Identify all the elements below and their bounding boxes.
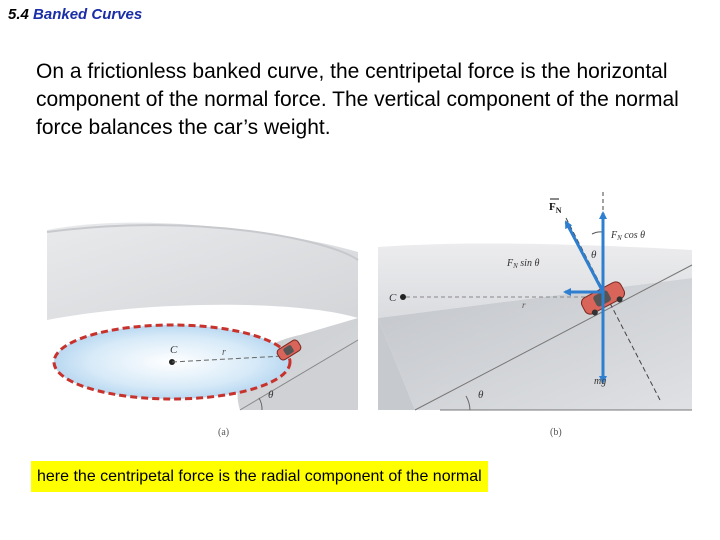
section-name: Banked Curves — [33, 6, 143, 23]
fn-sin-label: FN sin θ — [506, 258, 539, 270]
angle-arc-b-bottom — [465, 395, 471, 411]
panel-label-b: (b) — [550, 427, 562, 438]
figure-a: C r θ (a) — [46, 222, 359, 438]
radius-line-a — [171, 355, 285, 363]
fn-cos-label: FN cos θ — [610, 230, 645, 242]
normal-line-extension — [565, 217, 661, 401]
circular-path-dashed — [52, 323, 292, 401]
angle-label-a: θ — [268, 389, 274, 401]
caption-highlight: here the centripetal force is the radial… — [31, 461, 488, 492]
panel-label-a: (a) — [218, 427, 229, 438]
figure-b: C r θ FN FN cos θ FN sin θ θ mg (b) — [378, 192, 693, 438]
bowl-inner-lip — [46, 224, 359, 261]
angle-label-b-top: θ — [591, 249, 597, 261]
center-label-a: C — [170, 344, 178, 356]
radius-label-a: r — [222, 347, 226, 358]
normal-force-arrow — [564, 220, 605, 293]
road-top-surface — [378, 243, 692, 318]
fn-label: FN — [549, 201, 562, 215]
bank-edge-line — [414, 264, 693, 411]
center-point-b — [400, 294, 406, 300]
road-front-face — [378, 318, 415, 410]
angle-arc-a — [258, 397, 263, 411]
radius-label-b: r — [522, 300, 526, 310]
body-text: On a frictionless banked curve, the cent… — [36, 60, 679, 139]
angle-arc-b-top — [591, 231, 604, 235]
weight-label: mg — [594, 376, 606, 387]
car-a — [276, 339, 302, 361]
angle-label-b-bottom: θ — [478, 389, 484, 401]
bowl-top-surface — [47, 222, 358, 320]
center-label-b: C — [389, 292, 397, 304]
section-title: 5.4 Banked Curves — [8, 6, 142, 23]
section-number: 5.4 — [8, 6, 29, 23]
